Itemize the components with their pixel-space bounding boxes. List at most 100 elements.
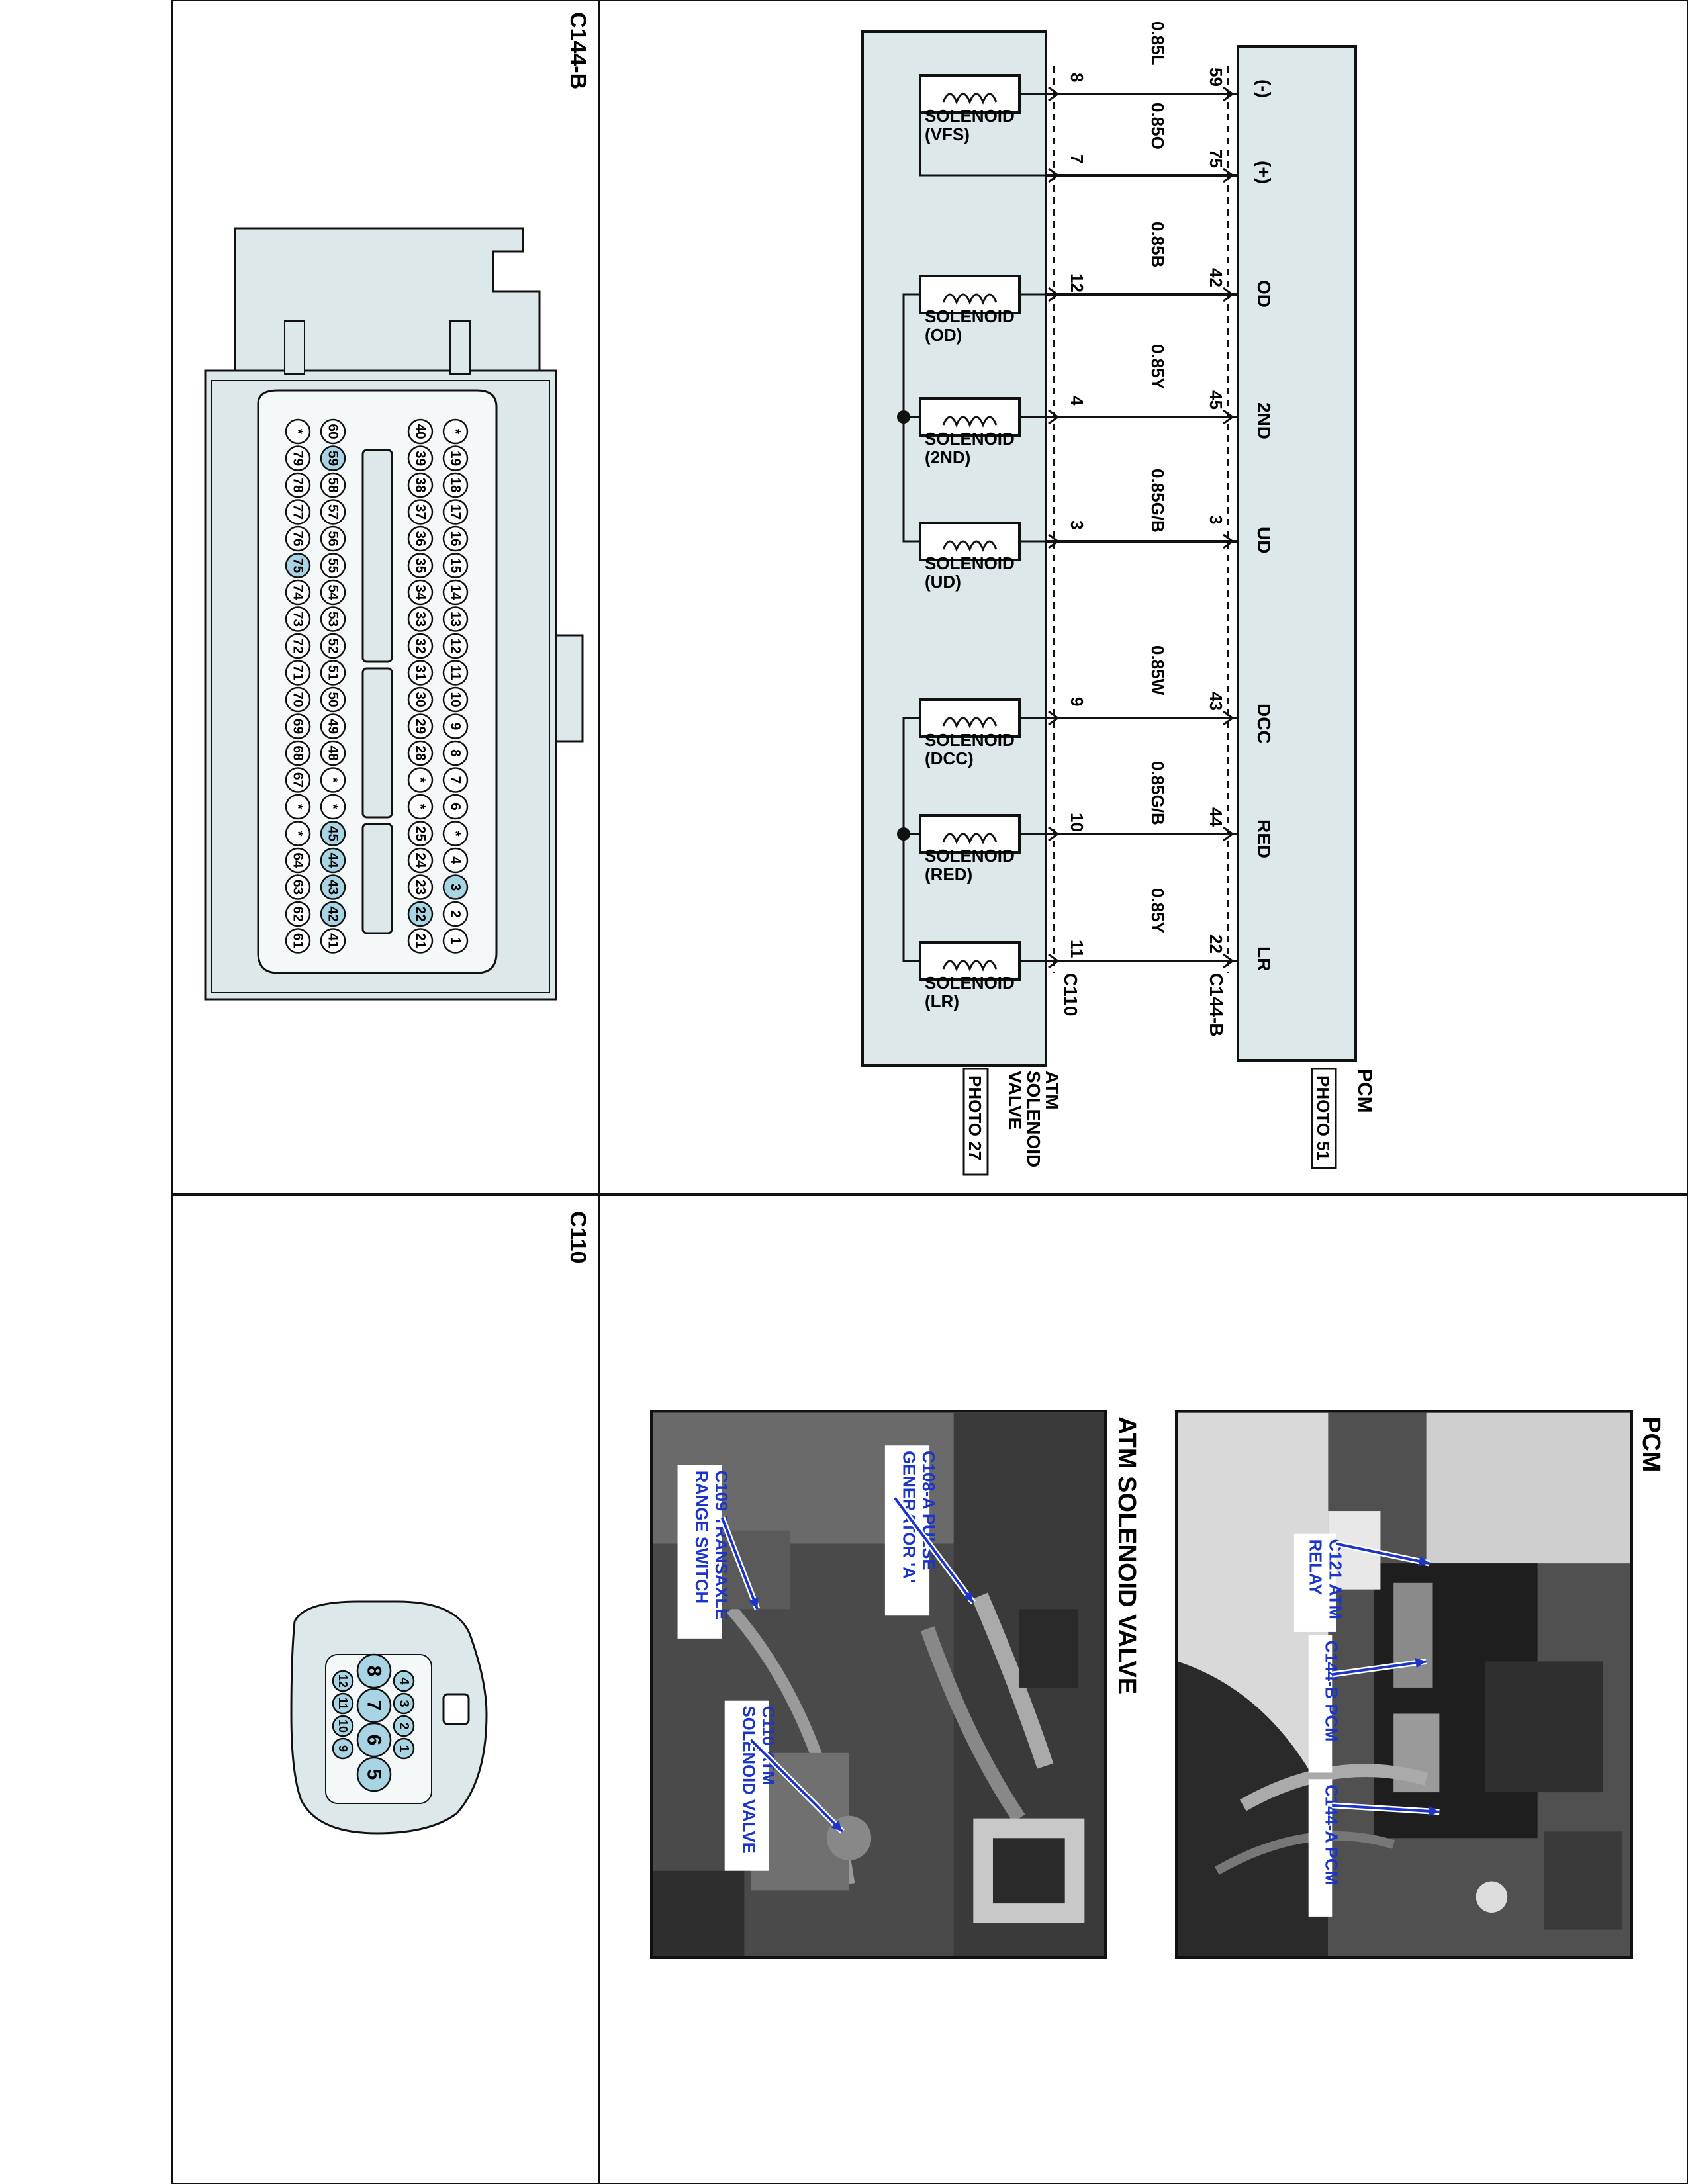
c144b-pin-label: 2 xyxy=(448,910,463,918)
c144b-pin-22 xyxy=(407,901,434,927)
c110-pin-1 xyxy=(393,1737,415,1760)
c110-pin-label: 11 xyxy=(336,1697,350,1709)
c144b-pin-48 xyxy=(320,740,346,766)
c144b-pin-* xyxy=(442,418,469,445)
c144b-pin-label: 11 xyxy=(448,665,463,680)
atm-callout-c109-line1: RANGE SWITCH xyxy=(692,1471,710,1604)
c144b-pin-50 xyxy=(320,686,346,713)
c110-pin-label: 1 xyxy=(397,1745,411,1752)
pcm-pin-42: 42 xyxy=(1206,268,1226,287)
c144b-pin-72 xyxy=(285,633,311,659)
atm-pin-12: 12 xyxy=(1067,273,1087,293)
c144b-pin-label: 15 xyxy=(448,558,463,574)
c144b-pin-label: 28 xyxy=(413,745,428,761)
c110-pin-5 xyxy=(356,1756,392,1792)
c144b-pin-55 xyxy=(320,553,346,578)
c144b-pin-label: 67 xyxy=(291,772,306,788)
atm-pin-4: 4 xyxy=(1067,396,1087,406)
pcm-callout-c144b-line0: C144-B PCM xyxy=(1321,1641,1340,1742)
c144b-pin-14 xyxy=(442,579,469,606)
c144b-pin-label: 42 xyxy=(326,906,341,921)
c110-pin-9 xyxy=(332,1737,354,1760)
atm-photo: C108-A PULSEGENERATOR 'A'C109 TRANSAXLER… xyxy=(650,1410,1107,1959)
pcm-pin-22: 22 xyxy=(1206,934,1226,954)
c144b-pin-label: 68 xyxy=(291,745,306,761)
c144b-pin-label: 50 xyxy=(326,692,341,707)
c144b-pin-* xyxy=(407,794,434,820)
c144b-pin-label: * xyxy=(291,831,306,837)
c144b-pin-label: 74 xyxy=(291,584,306,600)
c144b-pin-23 xyxy=(407,874,434,900)
c144b-pin-2 xyxy=(442,901,469,927)
c144b-pin-57 xyxy=(320,499,346,525)
solenoid-label-0: SOLENOID xyxy=(925,106,1015,126)
c144b-pin-label: * xyxy=(448,429,463,435)
c144b-pin-42 xyxy=(320,901,346,927)
solenoid-label-3: SOLENOID xyxy=(925,553,1015,573)
atm-label-line2: SOLENOID xyxy=(1023,1071,1044,1167)
c144b-pin-label: 19 xyxy=(448,451,463,466)
pcm-label: PCM xyxy=(1354,1069,1376,1113)
c144b-pin-41 xyxy=(320,928,346,954)
c144b-pin-label: 34 xyxy=(413,584,428,600)
c144b-pin-label: 23 xyxy=(413,880,428,895)
c144b-pin-label: 43 xyxy=(326,880,341,895)
c144b-pin-label: 32 xyxy=(413,638,428,653)
c144b-pin-40 xyxy=(407,418,434,445)
c144b-pin-label: 55 xyxy=(326,558,341,574)
c144b-pin-79 xyxy=(285,445,311,471)
c144b-pin-label: 72 xyxy=(291,638,306,653)
wire-color-1: 0.85O xyxy=(1148,103,1168,150)
c144b-pin-3 xyxy=(442,874,469,900)
c144b-pin-51 xyxy=(320,660,346,686)
pcm-pin-3: 3 xyxy=(1206,515,1226,524)
c144b-pin-label: 4 xyxy=(448,856,463,864)
pcm-box xyxy=(1237,45,1357,1062)
c144b-pin-7 xyxy=(442,767,469,793)
wire-color-7: 0.85Y xyxy=(1148,888,1168,933)
c144b-pin-24 xyxy=(407,847,434,874)
c144b-pin-37 xyxy=(407,499,434,525)
c144b-pin-label: 63 xyxy=(291,880,306,895)
pcm-photo-title: PCM xyxy=(1637,1416,1665,1472)
c144b-pin-19 xyxy=(442,445,469,471)
c110-pin-label: 12 xyxy=(336,1674,350,1688)
atm-callout-c110-line0: C110 ATM xyxy=(759,1706,777,1786)
c144b-pin-label: 49 xyxy=(326,719,341,734)
atm-pin-3: 3 xyxy=(1067,520,1087,529)
wire-color-6: 0.85G/B xyxy=(1148,761,1168,825)
c144b-pin-56 xyxy=(320,525,346,552)
pcm-pin-43: 43 xyxy=(1206,692,1226,711)
c144b-pin-* xyxy=(407,767,434,793)
c110-pin-label: 9 xyxy=(336,1745,350,1752)
pcm-signal-0: (-) xyxy=(1254,79,1274,98)
c144b-pin-* xyxy=(442,821,469,846)
atm-label-line3: VALVE xyxy=(1005,1071,1025,1130)
c144b-pin-label: 77 xyxy=(291,504,306,520)
c144b-pin-label: 6 xyxy=(448,803,463,811)
c144b-pin-35 xyxy=(407,553,434,578)
c144b-pin-label: 21 xyxy=(413,933,428,949)
c144b-pin-label: 79 xyxy=(291,451,306,466)
pcm-pin-59: 59 xyxy=(1206,68,1226,87)
c144b-pin-1 xyxy=(442,928,469,954)
c144b-pin-28 xyxy=(407,740,434,766)
pcm-signal-7: LR xyxy=(1254,946,1274,971)
atm-callout-c109-line0: C109 TRANSAXLE xyxy=(712,1471,730,1620)
c144b-pin-15 xyxy=(442,553,469,578)
c144b-pin-67 xyxy=(285,767,311,793)
c144b-pin-label: 73 xyxy=(291,612,306,627)
c144b-pin-* xyxy=(320,794,346,820)
c144b-pin-label: 38 xyxy=(413,477,428,493)
c144b-pin-label: 41 xyxy=(326,933,341,949)
c144b-pin-label: * xyxy=(448,831,463,837)
c144b-pin-label: 53 xyxy=(326,612,341,627)
c110-pin-label: 8 xyxy=(363,1666,385,1677)
c144b-pin-36 xyxy=(407,525,434,552)
c144b-pin-69 xyxy=(285,713,311,739)
solenoid-sub-5: (RED) xyxy=(925,864,972,884)
c144b-pin-label: 52 xyxy=(326,638,341,653)
c144b-pin-label: * xyxy=(413,804,428,810)
c144b-pin-label: * xyxy=(291,429,306,435)
